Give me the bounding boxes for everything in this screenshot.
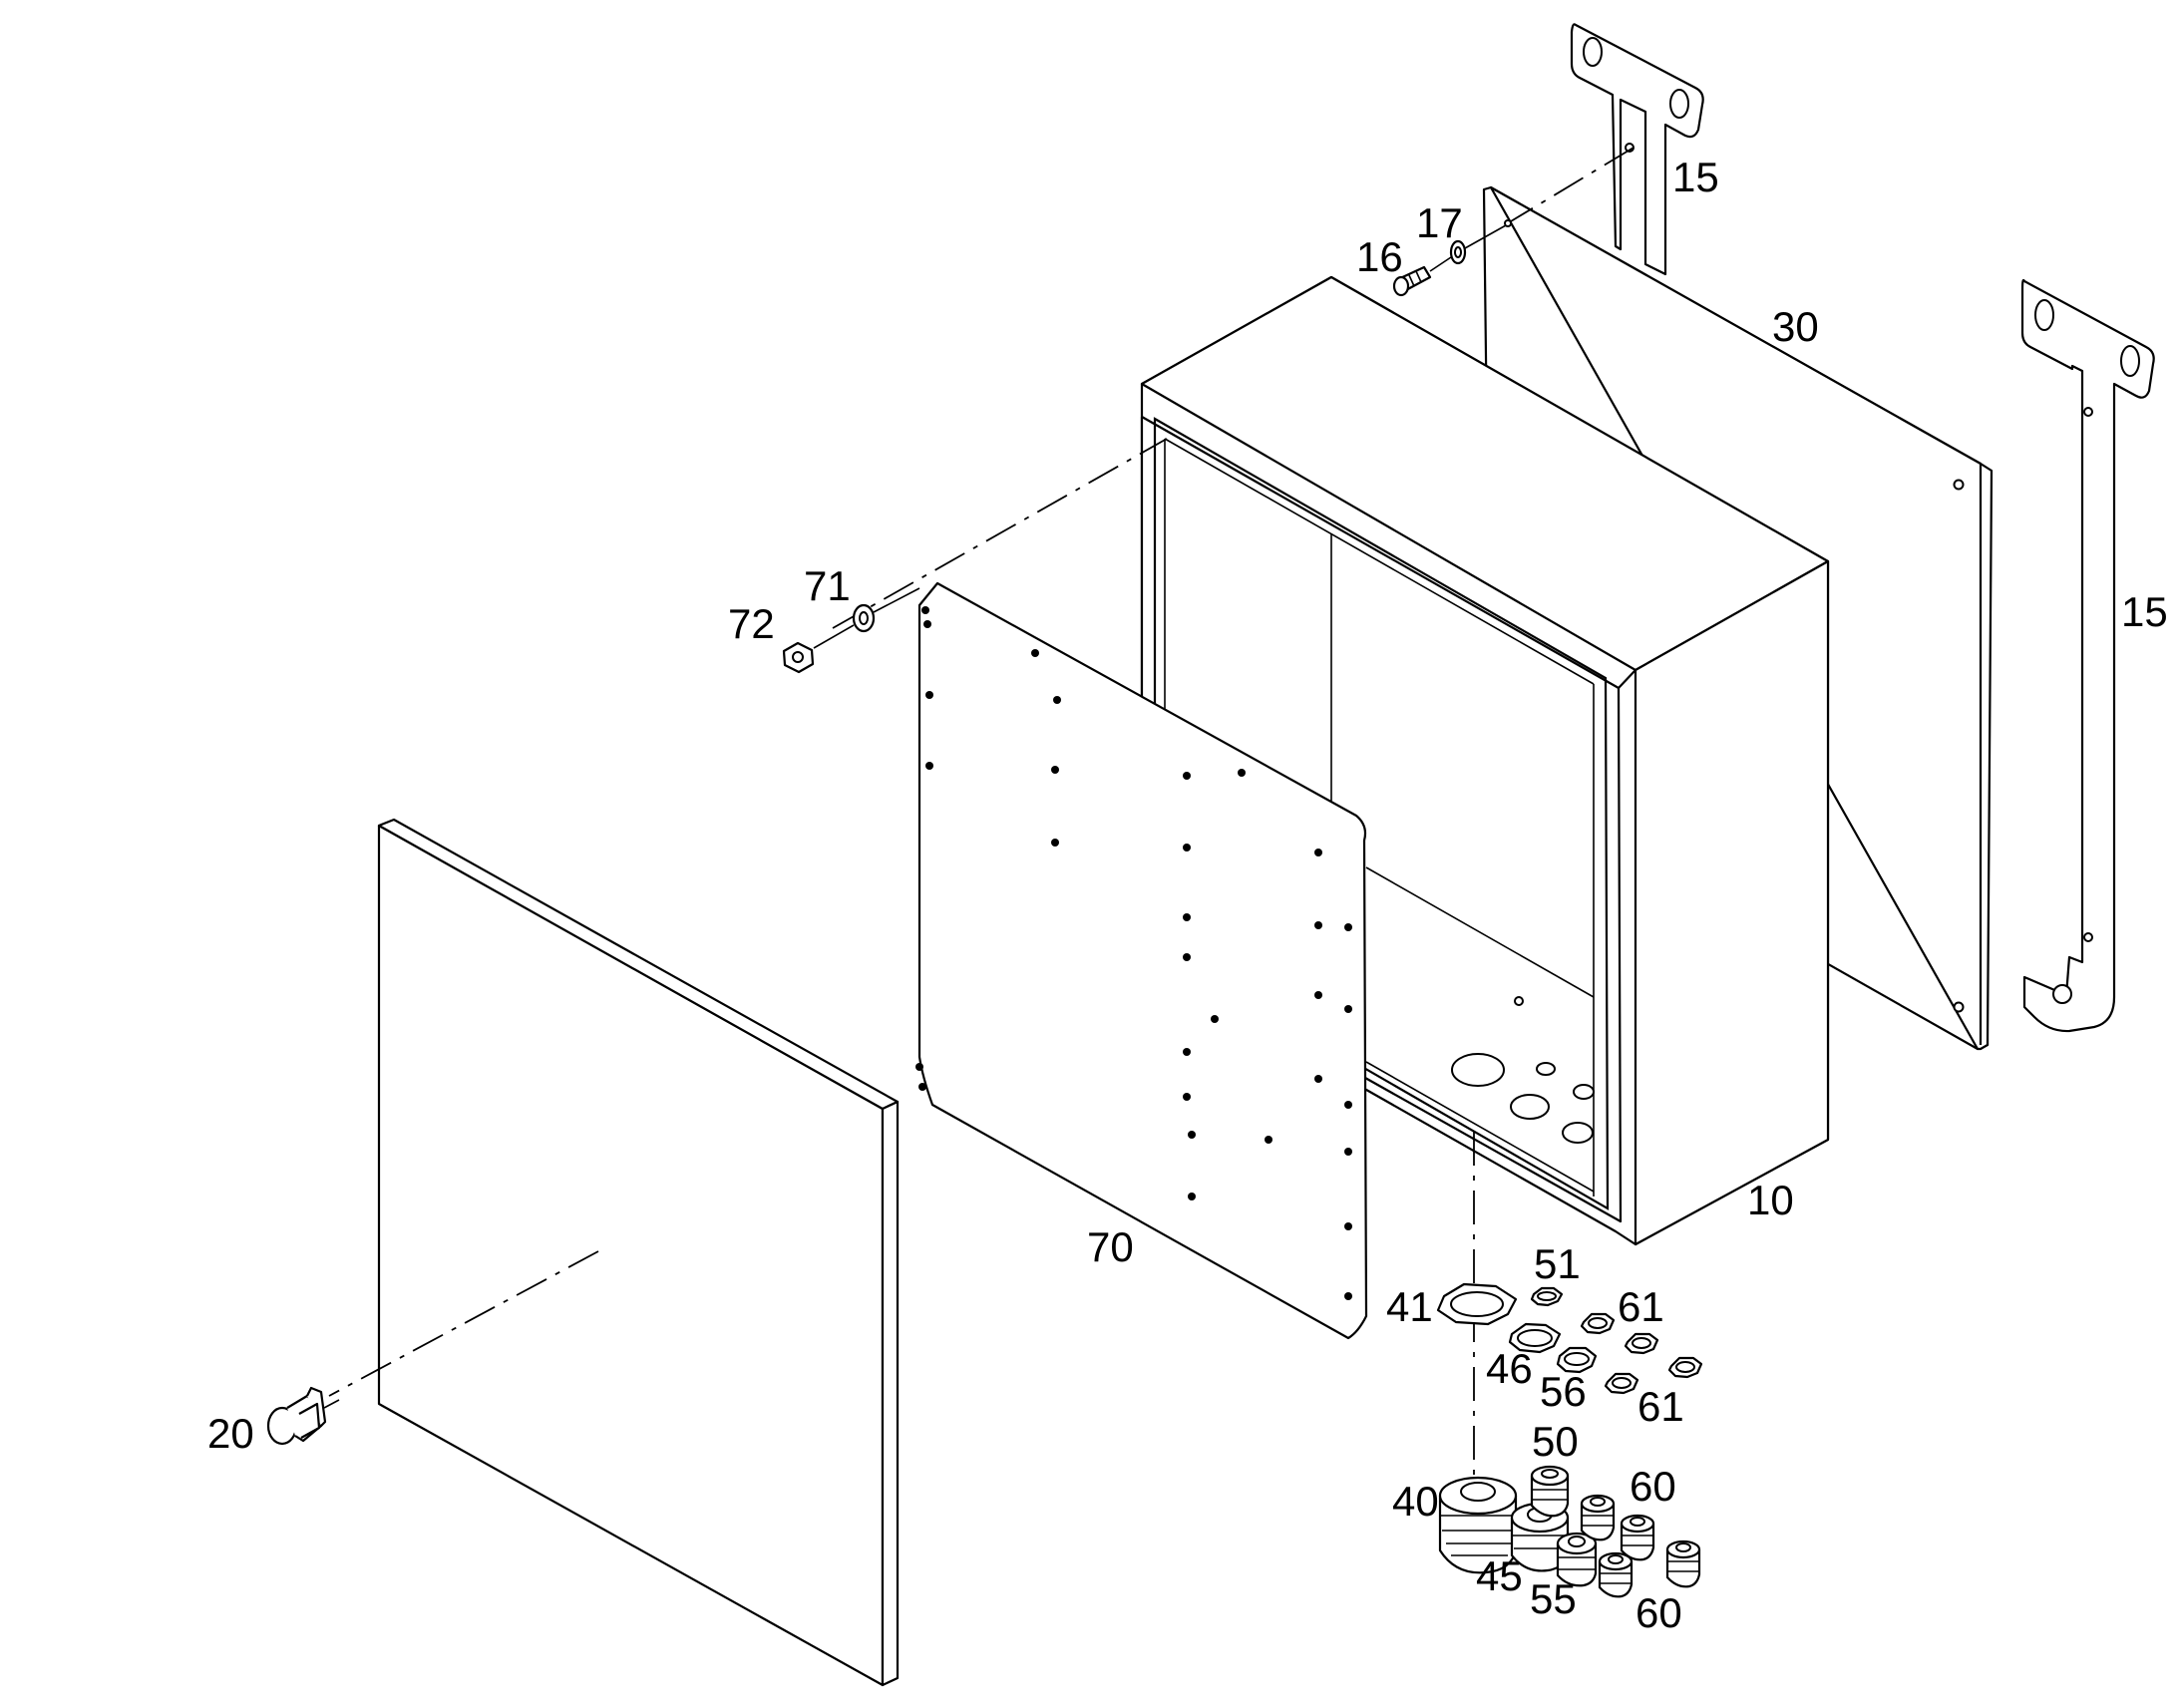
lock-axis: [323, 1399, 340, 1409]
cable-gland-part-60-d: [1665, 1539, 1701, 1588]
callout-61-top: 61: [1618, 1283, 1664, 1330]
cable-gland-part-45: [1510, 1502, 1570, 1572]
cable-gland-part-40: [1438, 1476, 1518, 1574]
washer-part-71: [852, 603, 876, 633]
washer-axis-top: [1464, 224, 1507, 249]
screw-part-16: [1392, 265, 1432, 297]
callout-40: 40: [1392, 1478, 1439, 1525]
cable-gland-part-60-a: [1580, 1494, 1616, 1541]
locknut-part-51: [1530, 1286, 1564, 1307]
callout-60-top: 60: [1630, 1463, 1676, 1510]
locknut-part-41: [1436, 1282, 1518, 1326]
lock-part-20: [266, 1386, 327, 1446]
callout-45: 45: [1476, 1552, 1523, 1599]
cable-gland-part-60-c: [1598, 1551, 1634, 1598]
callout-10: 10: [1747, 1177, 1794, 1223]
locknut-part-61-b: [1624, 1332, 1659, 1355]
front-door: [377, 818, 900, 1687]
mounting-bracket-right-part-15: [2020, 278, 2155, 1033]
callout-41: 41: [1386, 1283, 1433, 1330]
callout-20: 20: [207, 1410, 254, 1457]
locknut-part-61-a: [1580, 1312, 1616, 1335]
nut-axis: [813, 624, 855, 649]
callout-17: 17: [1416, 199, 1463, 246]
callout-71: 71: [804, 562, 851, 609]
callout-70: 70: [1087, 1223, 1134, 1270]
screw-axis-top: [1429, 256, 1452, 272]
callout-55: 55: [1530, 1575, 1577, 1622]
callout-60-bottom: 60: [1635, 1589, 1682, 1636]
callout-56: 56: [1540, 1368, 1587, 1415]
mounting-bracket-top-part-15: [1570, 23, 1704, 276]
locknut-part-56: [1556, 1346, 1598, 1374]
callout-46: 46: [1486, 1345, 1533, 1392]
callout-15-right: 15: [2121, 588, 2168, 635]
nut-part-72: [782, 641, 815, 674]
callout-50: 50: [1532, 1418, 1579, 1465]
cable-gland-part-60-b: [1620, 1514, 1655, 1561]
cable-gland-part-55: [1556, 1532, 1598, 1587]
mounting-plate-part-70: [915, 581, 1368, 1340]
mounting-plate-holes: [915, 606, 1352, 1300]
washer-axis: [873, 587, 920, 613]
callout-72: 72: [728, 600, 775, 647]
locknut-part-61-c: [1604, 1372, 1639, 1395]
callout-51: 51: [1534, 1240, 1581, 1287]
locknut-part-61-d: [1667, 1356, 1703, 1379]
callout-labels: 15 17 16 30 15 71 72 10 70 51 41 61 46 5…: [207, 154, 2168, 1636]
cable-gland-part-50: [1530, 1465, 1570, 1518]
callout-30: 30: [1772, 303, 1819, 350]
washer-part-17: [1449, 239, 1467, 265]
callout-61-bottom: 61: [1637, 1383, 1684, 1430]
assembly-axes: [328, 147, 1635, 1476]
callout-16: 16: [1356, 233, 1403, 280]
callout-15-top: 15: [1672, 154, 1719, 200]
locknut-part-46: [1508, 1322, 1562, 1354]
